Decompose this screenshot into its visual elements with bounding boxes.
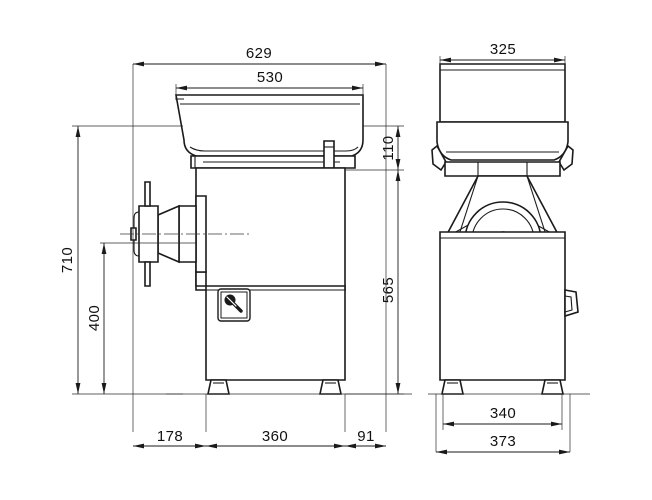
front-view-dimensions: 325 340 373: [435, 41, 571, 455]
side-hopper: [175, 94, 364, 157]
dim-565-label: 565: [380, 277, 397, 303]
dim-178-label: 178: [157, 428, 183, 445]
front-side-switch[interactable]: [564, 289, 579, 318]
dim-629-label: 629: [246, 45, 272, 62]
front-hopper: [436, 63, 569, 161]
front-view-group: [428, 63, 590, 395]
side-pusher-rod: [323, 140, 335, 169]
side-view-group: [130, 94, 412, 395]
dim-325: 325: [440, 41, 565, 63]
dim-373: 373: [436, 433, 570, 455]
dim-565: 565: [380, 170, 401, 394]
dim-530: 530: [176, 69, 363, 91]
dim-340: 340: [443, 405, 562, 427]
rotary-switch-icon: [224, 294, 243, 313]
front-hopper-clamps: [431, 144, 574, 172]
dim-110-label: 110: [380, 135, 397, 160]
front-body-cabinet: [439, 231, 566, 381]
dim-400-label: 400: [86, 305, 103, 331]
side-hopper-collar: [190, 155, 356, 169]
dim-110: 110: [380, 126, 401, 170]
dim-91: 91: [345, 428, 386, 449]
dim-340-label: 340: [490, 405, 516, 422]
dim-91-label: 91: [357, 428, 375, 445]
dim-360-label: 360: [262, 428, 288, 445]
side-body-lower: [195, 271, 346, 381]
dim-629: 629: [133, 45, 386, 67]
dim-325-label: 325: [490, 41, 516, 58]
dim-373-label: 373: [490, 433, 516, 450]
side-feet: [207, 379, 342, 395]
switch-inner-frame: [220, 291, 248, 319]
dim-710: 710: [59, 126, 81, 394]
dim-400: 400: [86, 243, 107, 394]
dim-178: 178: [133, 428, 206, 449]
front-neck-collar: [444, 161, 561, 177]
dim-360: 360: [206, 428, 345, 449]
side-view-dimensions: 629 530 110 565 710: [59, 45, 404, 449]
side-control-switch[interactable]: [217, 288, 251, 322]
side-body-upper: [195, 167, 346, 291]
front-feet: [441, 379, 564, 395]
dim-710-label: 710: [59, 247, 76, 273]
dim-530-label: 530: [257, 69, 283, 86]
